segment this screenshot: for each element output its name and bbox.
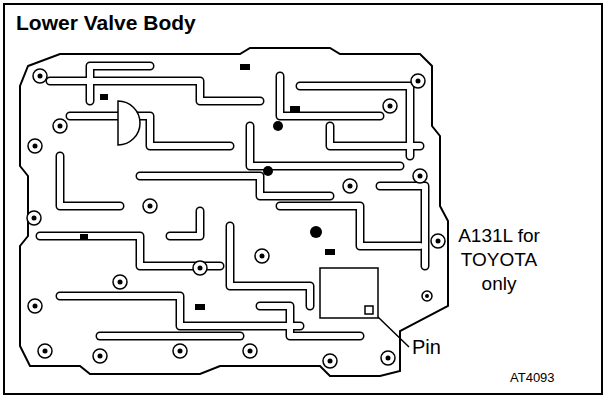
orifice	[325, 249, 335, 255]
bolt-hole	[28, 299, 42, 313]
frame	[4, 4, 602, 394]
valve-body	[20, 48, 448, 376]
chamber	[118, 101, 140, 145]
passage-bores	[40, 66, 425, 336]
bolt-hole	[411, 74, 425, 88]
check-balls	[263, 121, 322, 238]
orifices	[80, 64, 335, 310]
bolt-hole	[255, 249, 269, 263]
bolt-hole	[243, 344, 257, 358]
bolt-hole	[27, 211, 41, 225]
bolt-hole	[173, 344, 187, 358]
orifice	[100, 94, 108, 100]
check-ball	[425, 294, 429, 298]
bolt-hole	[53, 119, 67, 133]
figure-number: AT4093	[510, 370, 555, 386]
variant-note: A131L for TOYOTA only	[458, 224, 540, 296]
diagram-title: Lower Valve Body	[16, 10, 196, 36]
check-ball	[310, 226, 322, 238]
check-ball-seat	[422, 291, 432, 301]
bolt-hole-centres	[32, 74, 441, 364]
bolt-hole	[113, 275, 127, 289]
part-label: Pin	[412, 334, 441, 360]
bolt-hole	[38, 344, 52, 358]
bolt-hole	[93, 349, 107, 363]
orifice	[195, 304, 205, 310]
bolt-hole	[383, 99, 397, 113]
bolt-hole	[323, 354, 337, 368]
bolt-hole	[28, 139, 42, 153]
bolt-hole	[343, 179, 357, 193]
orifice	[240, 64, 250, 70]
passage-walls	[40, 66, 425, 336]
bolt-hole	[431, 234, 445, 248]
body-outline	[20, 48, 448, 376]
check-ball	[263, 166, 273, 176]
bolt-hole	[143, 199, 157, 213]
leader-line	[378, 317, 409, 347]
bolt-hole	[381, 351, 395, 365]
bolt-holes	[27, 69, 445, 368]
open-area	[320, 268, 378, 318]
check-ball	[273, 121, 283, 131]
orifice	[290, 106, 300, 112]
pin-symbol	[365, 306, 373, 314]
bolt-hole	[193, 261, 207, 275]
bolt-hole	[33, 69, 47, 83]
bolt-hole	[413, 169, 427, 183]
orifice	[80, 234, 88, 240]
